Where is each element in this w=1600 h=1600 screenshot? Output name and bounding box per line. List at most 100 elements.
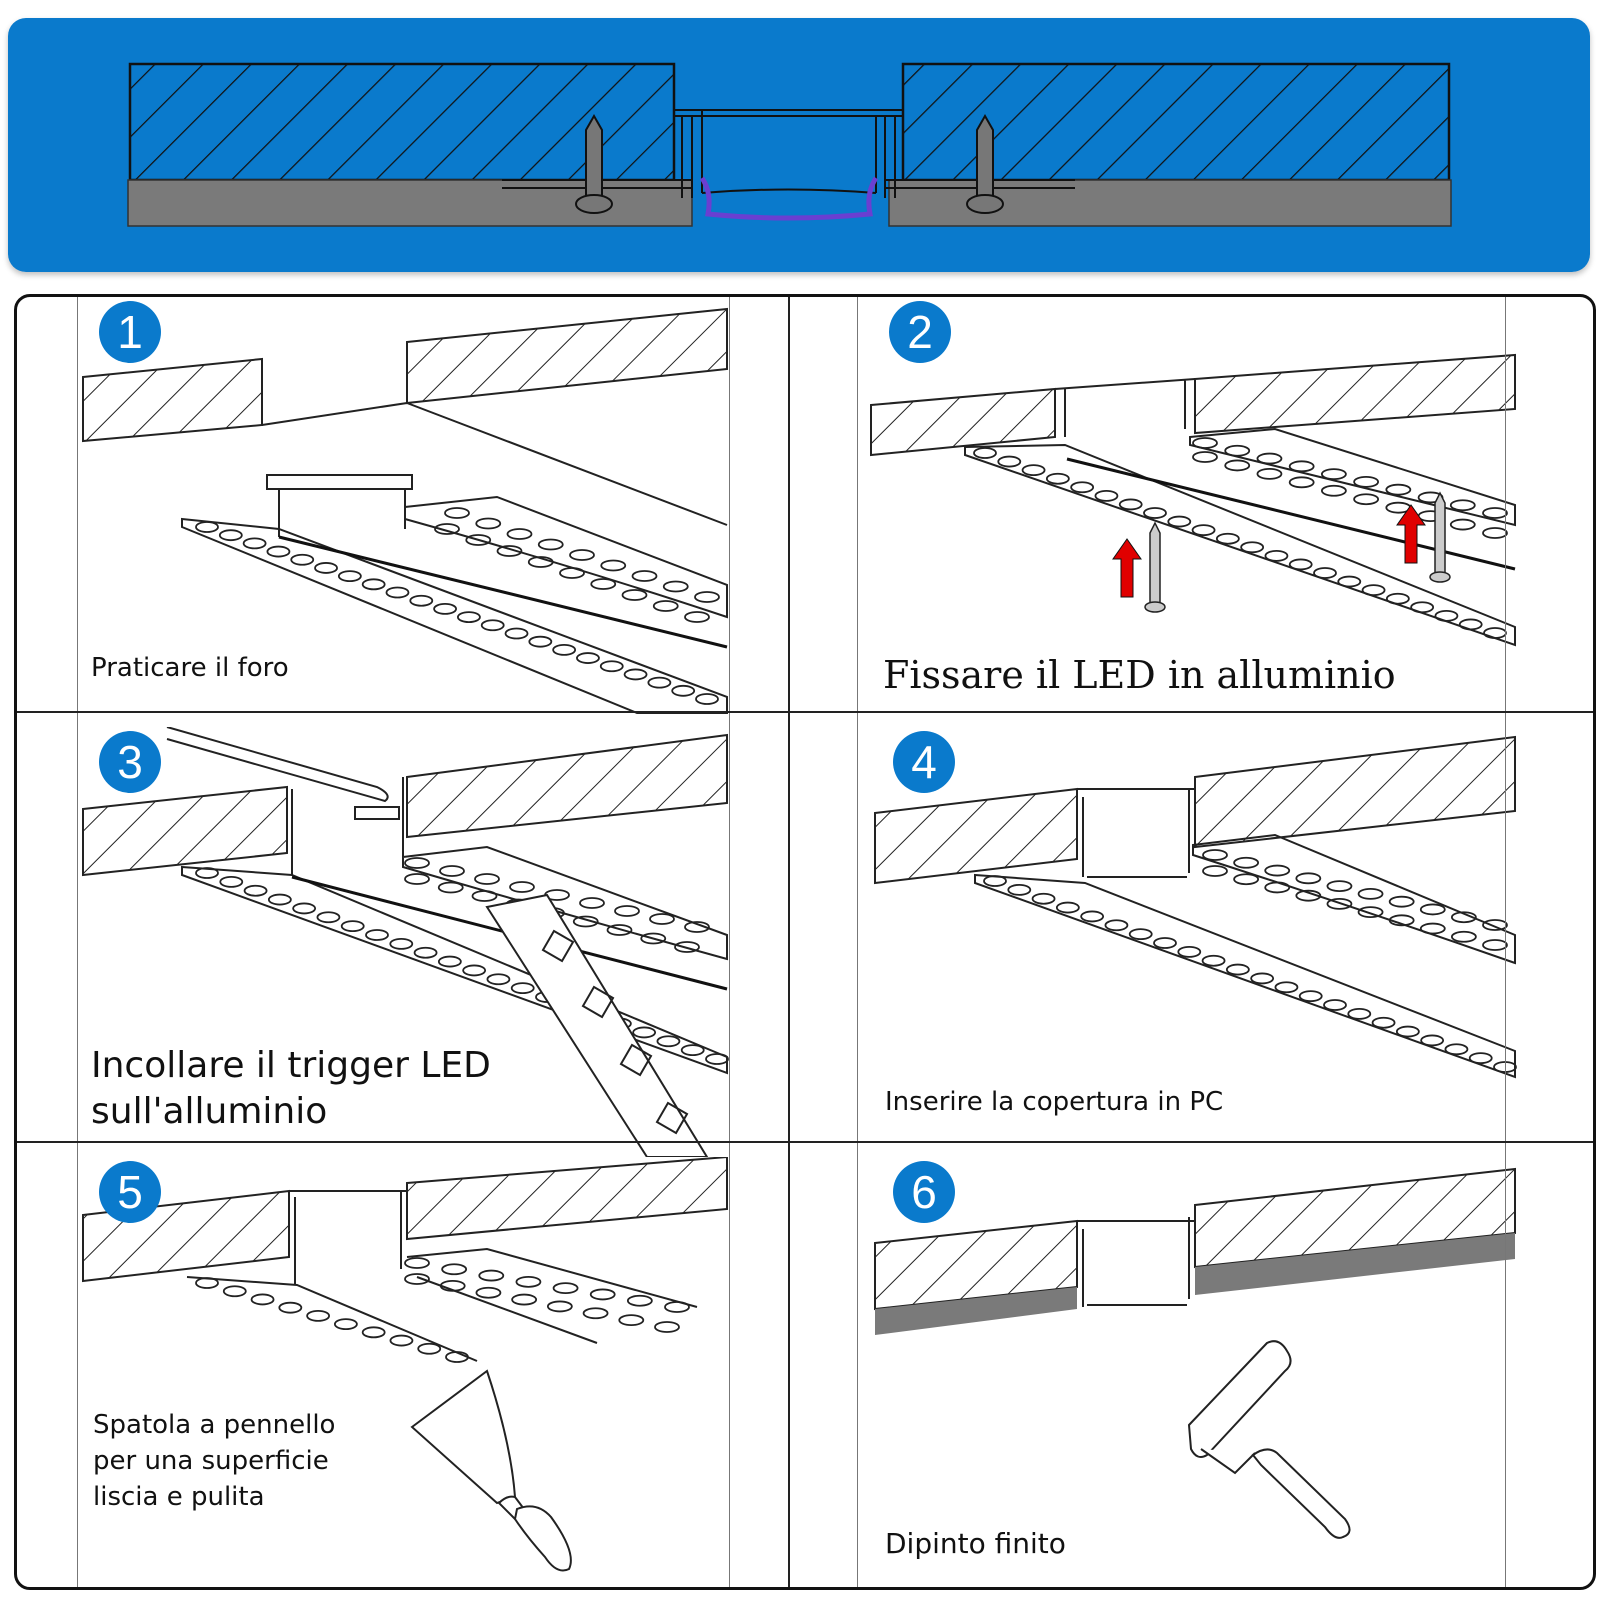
mounting-hole	[1444, 1043, 1469, 1056]
mounting-hole	[1288, 460, 1315, 473]
mounting-hole	[652, 600, 679, 612]
mounting-hole	[1395, 1025, 1420, 1038]
mounting-hole	[222, 1285, 247, 1298]
screw-left	[575, 113, 613, 214]
mounting-hole	[1167, 515, 1192, 528]
mounting-hole	[441, 1263, 468, 1276]
mounting-hole	[1264, 864, 1291, 877]
mounting-hole	[1323, 999, 1347, 1011]
mounting-hole	[385, 586, 410, 599]
step-caption-5: Spatola a pennello per una superficie li…	[93, 1410, 336, 1512]
mounting-hole	[314, 562, 338, 574]
mounting-hole	[618, 1314, 645, 1327]
mounting-hole	[1320, 484, 1347, 497]
mounting-hole	[290, 553, 315, 566]
step-caption-4: Inserire la copertura in PC	[885, 1087, 1224, 1117]
mounting-hole	[1202, 849, 1228, 861]
mounting-hole	[457, 611, 481, 623]
mounting-hole	[1353, 475, 1380, 488]
mounting-hole	[1070, 481, 1095, 494]
mounting-hole	[1274, 981, 1299, 994]
mounting-hole	[1385, 483, 1412, 496]
mounting-hole	[1192, 451, 1218, 463]
mounting-hole	[569, 549, 595, 561]
mounting-hole	[195, 521, 219, 533]
mounting-hole	[1482, 527, 1508, 539]
mounting-hole	[1225, 963, 1250, 976]
tube-icon	[166, 727, 389, 803]
screw-icon	[1144, 521, 1166, 613]
step-badge-5: 5	[99, 1161, 161, 1223]
mounting-hole	[361, 578, 386, 591]
mounting-hole	[1385, 592, 1410, 605]
mounting-hole	[1313, 567, 1337, 579]
putty-knife-icon	[410, 1369, 572, 1572]
mounting-hole	[195, 867, 219, 879]
mounting-hole	[1357, 887, 1384, 900]
mounting-hole	[527, 556, 554, 568]
cross-section-banner	[8, 18, 1590, 272]
mounting-hole	[333, 1318, 358, 1331]
mounting-hole	[614, 905, 640, 917]
mounting-hole	[511, 1293, 538, 1306]
margin-line	[729, 297, 730, 1587]
mounting-hole	[444, 507, 470, 519]
step-badge-3: 3	[99, 731, 161, 793]
arrow-up-icon	[1396, 504, 1426, 564]
mounting-hole	[471, 890, 498, 902]
step-panel-2: 2 Fissare il LED in alluminio	[805, 297, 1593, 727]
mounting-hole	[973, 447, 997, 459]
mounting-hole	[1215, 532, 1240, 545]
mounting-hole	[579, 897, 605, 909]
ceiling-block-left	[128, 62, 676, 182]
mounting-hole	[1177, 945, 1202, 958]
mounting-hole	[486, 973, 511, 986]
mounting-hole	[506, 528, 533, 540]
step-panel-5: 5 Spatola a pennello per una superficie …	[17, 1157, 805, 1587]
mounting-hole	[404, 857, 430, 869]
mounting-hole	[631, 570, 658, 582]
step-caption-6: Dipinto finito	[885, 1527, 1066, 1560]
arrow-up-icon	[1112, 538, 1142, 598]
mounting-hole	[433, 603, 457, 615]
mounting-hole	[266, 545, 291, 558]
mounting-hole	[1320, 468, 1347, 481]
mounting-hole	[654, 1321, 680, 1333]
step-caption-3: Incollare il trigger LED sull'alluminio	[91, 1045, 491, 1132]
mounting-hole	[474, 873, 500, 885]
mounting-hole	[1288, 476, 1315, 489]
mounting-hole	[195, 1277, 219, 1289]
mounting-hole	[537, 538, 564, 551]
mounting-hole	[590, 578, 617, 590]
mounting-hole	[606, 924, 633, 936]
steps-grid: 1 Praticare il foro	[14, 294, 1596, 1590]
step-badge-4: 4	[893, 731, 955, 793]
mounting-hole	[1233, 873, 1260, 886]
mounting-hole	[445, 1351, 469, 1363]
mounting-hole	[1298, 990, 1323, 1003]
mounting-hole	[337, 570, 362, 583]
mounting-hole	[546, 1300, 573, 1313]
mounting-hole	[1201, 954, 1226, 967]
step-caption-2: Fissare il LED in alluminio	[883, 653, 1396, 697]
mounting-hole	[662, 580, 689, 593]
mounting-hole	[1419, 903, 1446, 916]
mounting-hole	[582, 1307, 609, 1320]
row-divider	[17, 1141, 1593, 1143]
mounting-hole	[292, 902, 317, 915]
mounting-hole	[1468, 1052, 1493, 1065]
mounting-hole	[267, 893, 292, 906]
mounting-hole	[674, 941, 700, 953]
mounting-hole	[640, 932, 667, 945]
mounting-hole	[361, 1326, 386, 1339]
mounting-hole	[1153, 937, 1177, 949]
mounting-hole	[515, 1275, 542, 1288]
mounting-hole	[1482, 919, 1508, 931]
mounting-hole	[1256, 467, 1283, 480]
mounting-hole	[1326, 897, 1353, 910]
mounting-hole	[496, 545, 523, 557]
screw-icon	[1429, 491, 1451, 583]
mounting-hole	[621, 589, 648, 601]
mounting-hole	[1449, 499, 1476, 512]
margin-line	[857, 297, 858, 1587]
